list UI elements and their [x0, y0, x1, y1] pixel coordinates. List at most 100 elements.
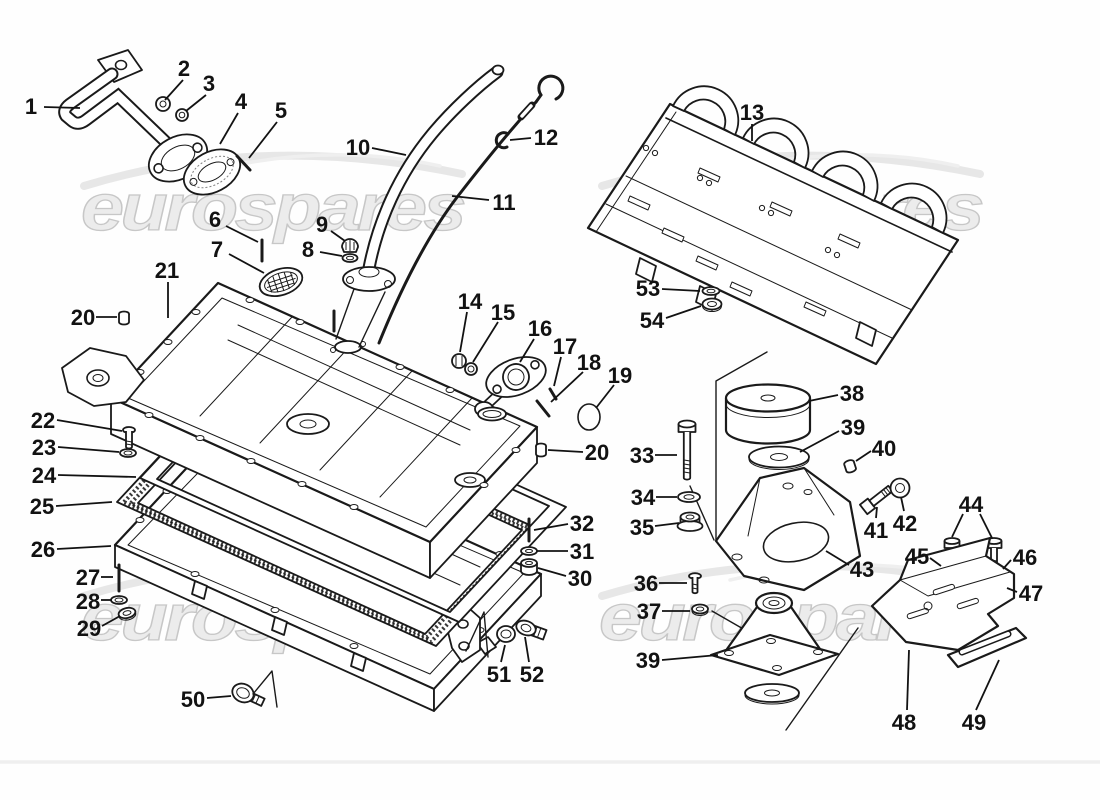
callout-36: 36	[634, 571, 658, 596]
washer-53	[701, 286, 721, 296]
callout-39: 39	[636, 648, 660, 673]
callout-leader-14	[459, 311, 468, 353]
callout-leader-19	[595, 384, 615, 409]
callout-leader-47	[1006, 587, 1018, 593]
gasket-ring	[477, 406, 507, 422]
tray-louvers	[627, 167, 861, 317]
callout-33: 33	[630, 443, 654, 468]
callout-leader-16	[519, 338, 535, 363]
callout-46: 46	[1013, 545, 1037, 570]
callout-45: 45	[905, 544, 929, 569]
washer-31	[520, 546, 538, 556]
callout-leader-23	[57, 446, 120, 453]
mount-bracket-48	[870, 536, 1016, 652]
callout-leader-51	[500, 644, 506, 663]
callout-leader-39	[799, 430, 840, 453]
callout-49: 49	[962, 710, 986, 735]
callout-10: 10	[346, 135, 370, 160]
callout-54: 54	[640, 308, 665, 333]
callout-28: 28	[76, 589, 100, 614]
clip-12	[494, 131, 510, 150]
callout-leader-49	[975, 659, 1000, 711]
drain-screw-50	[231, 682, 266, 707]
flange-nut-35	[676, 511, 704, 532]
stud-18	[535, 399, 551, 418]
callout-leader-4	[219, 112, 239, 145]
guide-lines	[252, 611, 489, 708]
callout-leader-24	[57, 474, 137, 478]
callout-leader-6	[225, 225, 259, 243]
callout-leader-7	[228, 253, 265, 274]
callout-21: 21	[155, 258, 179, 283]
washer-3	[175, 108, 189, 122]
callout-24: 24	[32, 463, 57, 488]
callout-leader-1	[43, 106, 81, 109]
callout-6: 6	[209, 207, 221, 232]
callout-leader-20	[547, 449, 584, 453]
callout-13: 13	[740, 100, 764, 125]
callout-leader-50	[206, 695, 232, 699]
callout-leader-11	[451, 195, 490, 201]
mount-bracket-43	[714, 466, 862, 592]
callout-leader-12	[509, 137, 532, 141]
callout-14: 14	[458, 289, 483, 314]
tray-foot	[635, 257, 657, 283]
callout-leader-18	[550, 371, 584, 403]
callout-leader-2	[164, 79, 184, 101]
shield-plate-49	[946, 626, 1028, 669]
callout-leader-26	[56, 545, 112, 550]
callout-50: 50	[181, 687, 205, 712]
nut-2	[155, 96, 171, 112]
nut-30	[520, 558, 538, 576]
seal-51	[496, 625, 516, 643]
callout-37: 37	[637, 599, 661, 624]
oring-19	[577, 403, 601, 431]
dipstick-assembly	[335, 64, 565, 348]
nut-29	[117, 606, 137, 621]
callout-leader-22	[56, 419, 123, 432]
callout-leader-25	[55, 501, 113, 507]
oil-sump-upper	[61, 281, 539, 579]
callout-3: 3	[203, 71, 215, 96]
callout-2: 2	[178, 56, 190, 81]
plug-20-left	[118, 310, 130, 326]
callout-34: 34	[631, 485, 656, 510]
callout-leader-45	[929, 557, 942, 567]
washer-23	[119, 448, 137, 458]
pin-5	[235, 154, 252, 172]
callout-leader-5	[248, 121, 278, 159]
callout-27: 27	[76, 565, 100, 590]
callout-23: 23	[32, 435, 56, 460]
callout-5: 5	[275, 98, 287, 123]
callout-leader-53	[661, 288, 701, 292]
callout-53: 53	[636, 276, 660, 301]
tray-holes	[642, 144, 841, 259]
mount-cylinder-38	[724, 383, 812, 445]
callout-25: 25	[30, 494, 54, 519]
callout-18: 18	[577, 350, 601, 375]
callout-48: 48	[892, 710, 916, 735]
callout-40: 40	[872, 436, 896, 461]
washer-34	[677, 491, 701, 503]
callout-41: 41	[864, 518, 888, 543]
callout-leader-54	[665, 305, 702, 319]
callout-20: 20	[71, 305, 95, 330]
callout-32: 32	[570, 511, 594, 536]
tube-tip	[491, 64, 505, 76]
callout-31: 31	[570, 539, 594, 564]
callout-leader-40	[855, 450, 872, 462]
sump-ribs	[199, 316, 473, 498]
callout-leader-43	[825, 550, 850, 566]
callout-42: 42	[893, 511, 917, 536]
callout-15: 15	[491, 300, 515, 325]
callout-11: 11	[492, 190, 515, 215]
sump-boss	[286, 413, 330, 435]
callout-leader-17	[553, 356, 562, 387]
callout-22: 22	[31, 408, 55, 433]
breather-pipe-assembly	[58, 49, 252, 196]
oring-15	[464, 362, 478, 376]
callout-leader-44	[979, 513, 993, 539]
